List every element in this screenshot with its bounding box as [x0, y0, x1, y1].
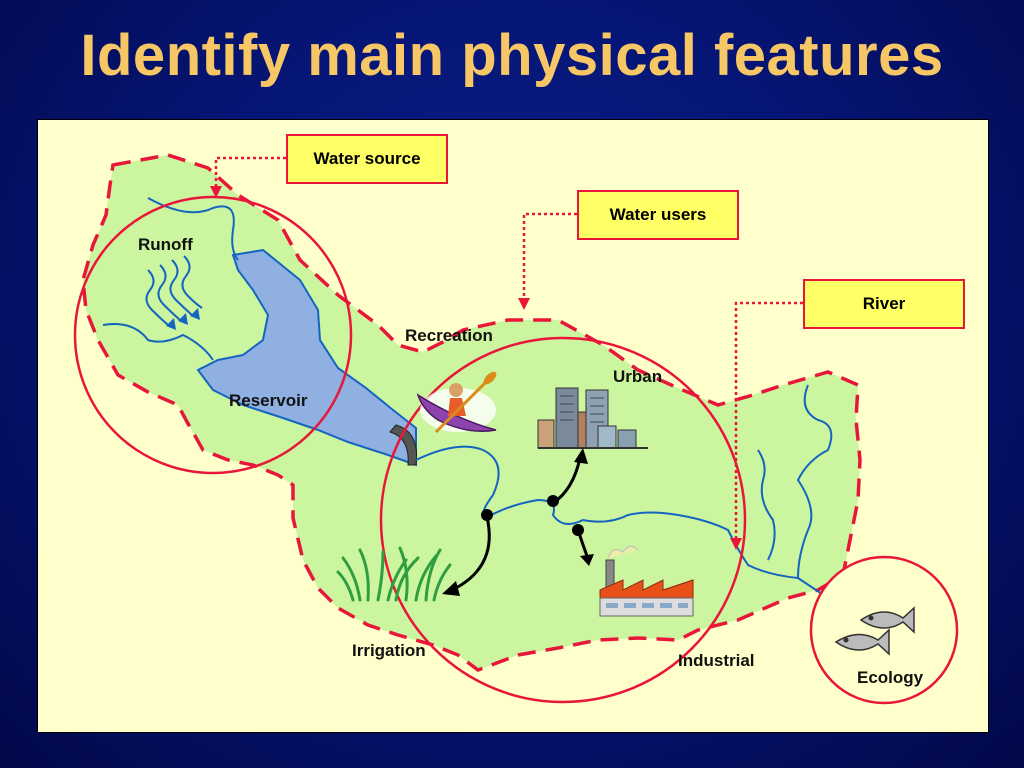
arrowhead-irrigation [442, 581, 460, 596]
industrial-label: Industrial [678, 651, 755, 670]
water-source-callout-text: Water source [313, 149, 421, 168]
leader-water-source [214, 156, 286, 188]
water-users-callout: Water users [577, 190, 739, 240]
river-callout-text: River [862, 294, 906, 313]
city-buildings-icon [537, 387, 648, 449]
runoff-arrows-icon [145, 255, 203, 330]
leader-water-users [522, 212, 577, 300]
ecology-circle [809, 555, 959, 705]
recreation-label: Recreation [405, 326, 493, 345]
water-users-callout-text: Water users [609, 205, 707, 224]
factory-icon [599, 546, 694, 617]
river-callout: River [803, 279, 965, 329]
urban-label: Urban [613, 367, 663, 386]
water-users-circle [379, 336, 747, 704]
slide-title: Identify main physical features [80, 23, 944, 88]
fish-icon [834, 606, 915, 656]
kayak-icon [416, 371, 497, 434]
dam [389, 424, 418, 466]
arrowhead-industrial [580, 554, 594, 566]
watershed-diagram [73, 153, 959, 705]
water-source-callout: Water source [286, 134, 448, 184]
river-runoff-stream [102, 323, 214, 361]
node-urban [547, 495, 559, 507]
river-upper-tributary [147, 197, 239, 261]
leader-water-users-arrowhead [518, 298, 530, 310]
leader-water-source-arrowhead [210, 186, 222, 198]
node-industrial [572, 524, 584, 536]
irrigation-label: Irrigation [352, 641, 426, 660]
arrowhead-urban [574, 448, 588, 464]
diagram-panel: Water source Water users River Runoff Re… [37, 119, 989, 733]
reservoir-label: Reservoir [229, 391, 308, 410]
arrow-to-irrigation [455, 516, 491, 590]
grass-icon [336, 546, 452, 602]
ecology-label: Ecology [857, 668, 924, 687]
river-network [102, 197, 842, 606]
water-source-circle [73, 195, 353, 475]
runoff-label: Runoff [138, 235, 193, 254]
node-irrigation [481, 509, 493, 521]
leader-river [734, 301, 803, 540]
river-east-tributary [796, 384, 833, 579]
leader-river-arrowhead [730, 538, 742, 550]
river-east-tributary-2 [757, 449, 776, 561]
river-main [415, 445, 842, 606]
reservoir-water [196, 248, 417, 467]
callout-leaders [214, 156, 803, 540]
